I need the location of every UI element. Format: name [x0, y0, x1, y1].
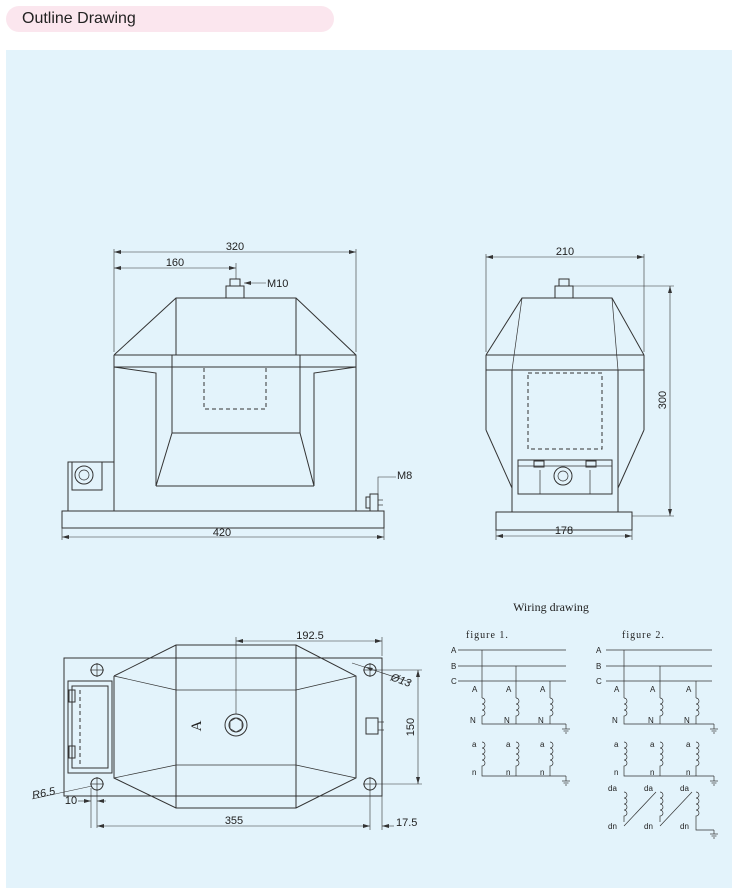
svg-text:N: N: [504, 716, 510, 725]
svg-text:N: N: [470, 716, 476, 725]
svg-text:B: B: [596, 662, 601, 671]
dim-210: 210: [556, 246, 574, 258]
radius-label: R6.5: [31, 785, 57, 802]
dim-17-5: 17.5: [396, 817, 417, 829]
plan-view: A 192.5 Ø13 150 R6.5 10 355: [31, 630, 422, 830]
svg-text:dn: dn: [680, 822, 689, 831]
svg-text:N: N: [538, 716, 544, 725]
svg-text:A: A: [540, 685, 546, 694]
dim-192-5: 192.5: [296, 630, 324, 642]
side-view: 210 300 178: [485, 246, 674, 540]
svg-text:n: n: [506, 768, 510, 777]
svg-text:N: N: [648, 716, 654, 725]
svg-text:A: A: [451, 646, 457, 655]
dim-10: 10: [65, 795, 77, 807]
dim-300: 300: [657, 391, 669, 409]
svg-text:da: da: [644, 784, 653, 793]
svg-text:A: A: [472, 685, 478, 694]
svg-text:a: a: [614, 740, 619, 749]
svg-text:C: C: [596, 677, 602, 686]
dim-160: 160: [166, 257, 184, 269]
svg-text:A: A: [686, 685, 692, 694]
front-view: 320 160 M10 M8 420: [61, 241, 412, 540]
svg-text:C: C: [451, 677, 457, 686]
thread-m8: M8: [397, 470, 412, 482]
svg-text:N: N: [684, 716, 690, 725]
section-header: Outline Drawing: [6, 6, 334, 32]
svg-text:a: a: [540, 740, 545, 749]
dim-420: 420: [213, 527, 231, 539]
figure2-label: figure 2.: [622, 630, 665, 641]
dim-150: 150: [405, 718, 417, 736]
svg-text:dn: dn: [608, 822, 617, 831]
svg-text:a: a: [472, 740, 477, 749]
svg-text:da: da: [680, 784, 689, 793]
svg-text:A: A: [596, 646, 602, 655]
section-title: Outline Drawing: [22, 10, 136, 27]
dim-355: 355: [225, 815, 243, 827]
svg-text:a: a: [686, 740, 691, 749]
svg-text:dn: dn: [644, 822, 653, 831]
svg-text:A: A: [614, 685, 620, 694]
drawing-panel: [6, 50, 732, 888]
dim-320: 320: [226, 241, 244, 253]
svg-text:A: A: [650, 685, 656, 694]
svg-text:A: A: [506, 685, 512, 694]
thread-m10: M10: [267, 278, 288, 290]
svg-text:a: a: [650, 740, 655, 749]
wiring-drawing: Wiring drawing figure 1. figure 2. A B C…: [451, 600, 718, 839]
svg-text:da: da: [608, 784, 617, 793]
dim-178: 178: [555, 525, 573, 537]
wiring-title: Wiring drawing: [513, 600, 589, 614]
polarity-marking: A: [189, 720, 205, 731]
svg-text:a: a: [506, 740, 511, 749]
svg-text:n: n: [472, 768, 476, 777]
svg-text:n: n: [686, 768, 690, 777]
hole-diameter: Ø13: [388, 671, 413, 690]
figure1-label: figure 1.: [466, 630, 509, 641]
svg-text:n: n: [540, 768, 544, 777]
svg-text:N: N: [612, 716, 618, 725]
svg-text:n: n: [650, 768, 654, 777]
svg-text:B: B: [451, 662, 456, 671]
svg-text:n: n: [614, 768, 618, 777]
